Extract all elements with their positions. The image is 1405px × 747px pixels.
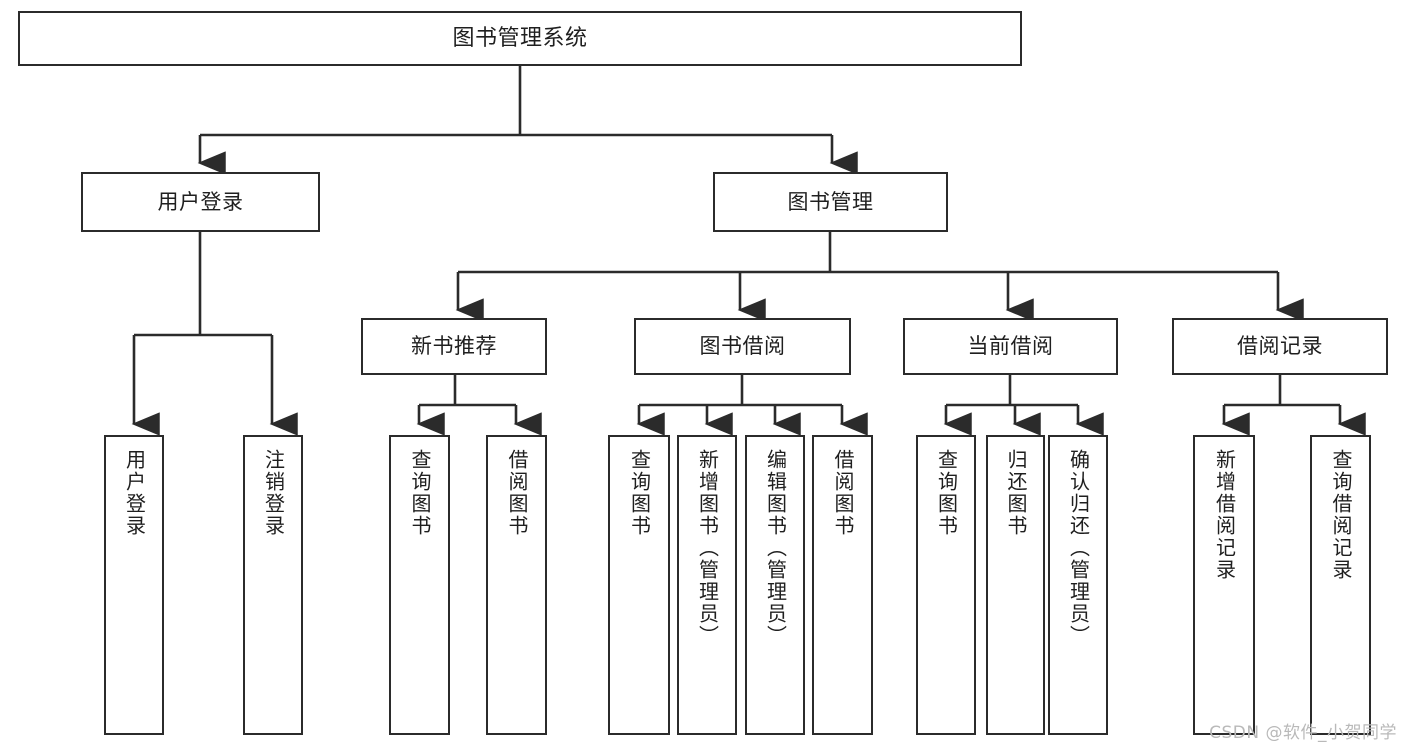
node-root-system[interactable]: 图书管理系统 bbox=[18, 11, 1022, 66]
node-user-login[interactable]: 用户登录 bbox=[81, 172, 320, 232]
node-leaf-query-book-1[interactable]: 查询图书 bbox=[389, 435, 450, 735]
node-label: 图书管理 bbox=[787, 189, 874, 214]
node-label: 借阅记录 bbox=[1237, 334, 1323, 359]
node-leaf-add-book[interactable]: 新增图书（管理员） bbox=[677, 435, 737, 735]
node-leaf-user-login[interactable]: 用户登录 bbox=[104, 435, 164, 735]
node-leaf-query-book-2[interactable]: 查询图书 bbox=[608, 435, 670, 735]
node-label: 图书管理系统 bbox=[452, 25, 588, 51]
node-label: 注销登录 bbox=[261, 449, 286, 537]
node-leaf-borrow-book-2[interactable]: 借阅图书 bbox=[812, 435, 873, 735]
node-label: 用户登录 bbox=[122, 449, 147, 537]
node-leaf-query-book-3[interactable]: 查询图书 bbox=[916, 435, 976, 735]
node-current-borrow[interactable]: 当前借阅 bbox=[903, 318, 1118, 375]
node-leaf-add-record[interactable]: 新增借阅记录 bbox=[1193, 435, 1255, 735]
node-label: 归还图书 bbox=[1004, 449, 1028, 537]
node-leaf-borrow-book-1[interactable]: 借阅图书 bbox=[486, 435, 547, 735]
node-label: 编辑图书（管理员） bbox=[763, 449, 788, 647]
node-label: 用户登录 bbox=[157, 189, 244, 214]
node-label: 借阅图书 bbox=[831, 449, 855, 537]
node-label: 查询图书 bbox=[934, 449, 959, 537]
node-leaf-query-record[interactable]: 查询借阅记录 bbox=[1310, 435, 1371, 735]
node-leaf-edit-book[interactable]: 编辑图书（管理员） bbox=[745, 435, 805, 735]
node-label: 借阅图书 bbox=[505, 449, 529, 537]
node-leaf-confirm-return[interactable]: 确认归还（管理员） bbox=[1048, 435, 1108, 735]
node-label: 新增借阅记录 bbox=[1212, 449, 1237, 581]
node-book-management[interactable]: 图书管理 bbox=[713, 172, 948, 232]
node-leaf-return-book[interactable]: 归还图书 bbox=[986, 435, 1045, 735]
node-label: 查询借阅记录 bbox=[1329, 449, 1353, 581]
node-label: 查询图书 bbox=[408, 449, 432, 537]
node-label: 新增图书（管理员） bbox=[695, 449, 720, 647]
node-leaf-logout[interactable]: 注销登录 bbox=[243, 435, 303, 735]
csdn-watermark: CSDN @软件_小贺同学 bbox=[1209, 723, 1397, 743]
node-borrow-record[interactable]: 借阅记录 bbox=[1172, 318, 1388, 375]
node-label: 确认归还（管理员） bbox=[1066, 449, 1091, 647]
node-label: 当前借阅 bbox=[967, 334, 1054, 359]
node-new-book-recommend[interactable]: 新书推荐 bbox=[361, 318, 547, 375]
node-label: 图书借阅 bbox=[699, 334, 786, 359]
node-label: 新书推荐 bbox=[411, 334, 497, 359]
node-label: 查询图书 bbox=[627, 449, 652, 537]
node-book-borrow[interactable]: 图书借阅 bbox=[634, 318, 851, 375]
